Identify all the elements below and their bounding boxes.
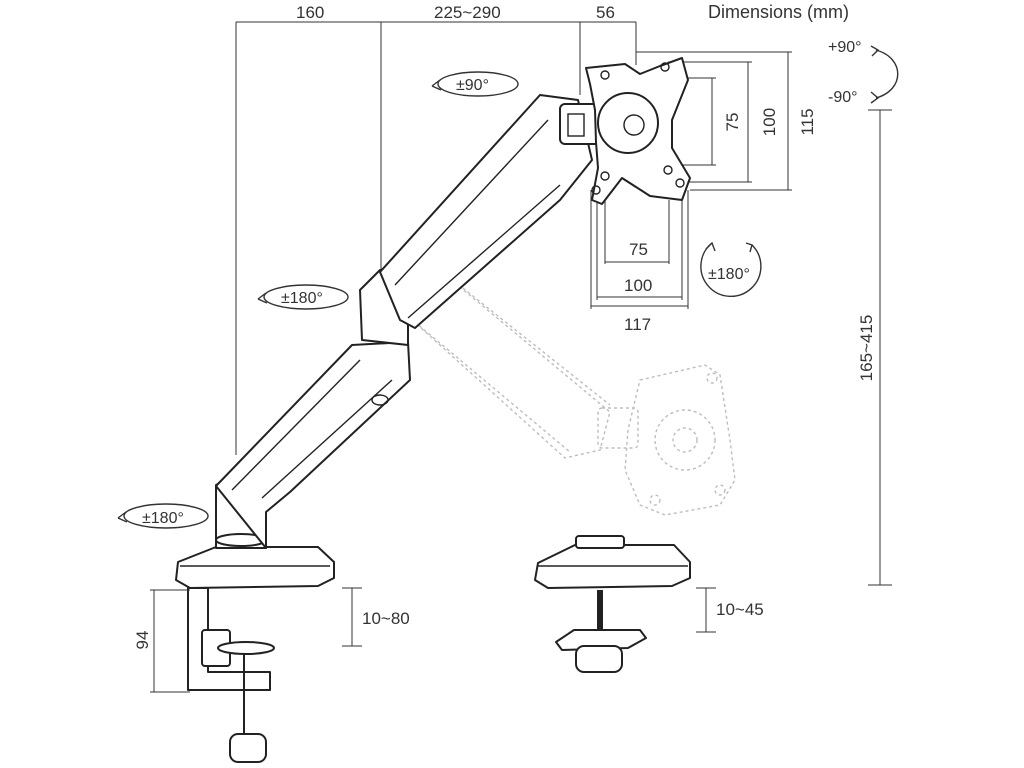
- clamp-dimension-lines: [150, 587, 716, 693]
- dim-vesa-large-h: 100: [760, 108, 779, 136]
- top-dimension-lines: [235, 21, 637, 455]
- clamp-knob: [229, 733, 267, 763]
- plate-rotation-indicator: ±180°: [700, 241, 762, 297]
- lower-arm: [215, 341, 411, 549]
- tilt-arc-icon: [875, 49, 899, 99]
- grommet-base-illustration: [534, 535, 691, 673]
- height-range-dimension-line: [868, 109, 892, 586]
- dim-clamp-range: 10~80: [362, 609, 410, 628]
- plate-horizontal-dimension-lines: [590, 190, 689, 309]
- desk-clamp-base: [175, 546, 335, 589]
- base-rotation-indicator: ±180°: [117, 503, 209, 529]
- dim-vesa-small-w: 75: [629, 240, 648, 259]
- tilt-arrow-up-icon: [870, 45, 880, 57]
- elbow-rotation-indicator: ±180°: [257, 284, 349, 310]
- tilt-down-label: -90°: [828, 89, 858, 106]
- dim-plate-offset: 56: [596, 3, 615, 22]
- rotate-elbow-label: ±180°: [281, 290, 323, 307]
- rotate-base-label: ±180°: [142, 510, 184, 527]
- vesa-center-hub: [597, 92, 659, 154]
- swivel-head-label: ±90°: [456, 77, 489, 94]
- dim-plate-height: 115: [798, 108, 817, 135]
- upper-arm: [379, 94, 593, 329]
- rotate-plate-label: ±180°: [708, 266, 750, 283]
- dim-grommet-range: 10~45: [716, 600, 764, 619]
- dim-vesa-small-h: 75: [723, 113, 742, 132]
- dim-plate-width: 117: [624, 315, 651, 334]
- dim-clamp-height: 94: [133, 631, 152, 650]
- tilt-up-label: +90°: [828, 39, 862, 56]
- dim-reach-base: 160: [296, 3, 324, 22]
- dim-height-range: 165~415: [857, 315, 876, 382]
- tilt-arrow-down-icon: [870, 91, 880, 104]
- dim-vesa-large-w: 100: [624, 276, 652, 295]
- dim-reach-arm: 225~290: [434, 3, 501, 22]
- diagram-title: Dimensions (mm): [708, 2, 849, 22]
- monitor-arm-illustration: [175, 57, 691, 763]
- swivel-head-indicator: ±90°: [431, 71, 519, 97]
